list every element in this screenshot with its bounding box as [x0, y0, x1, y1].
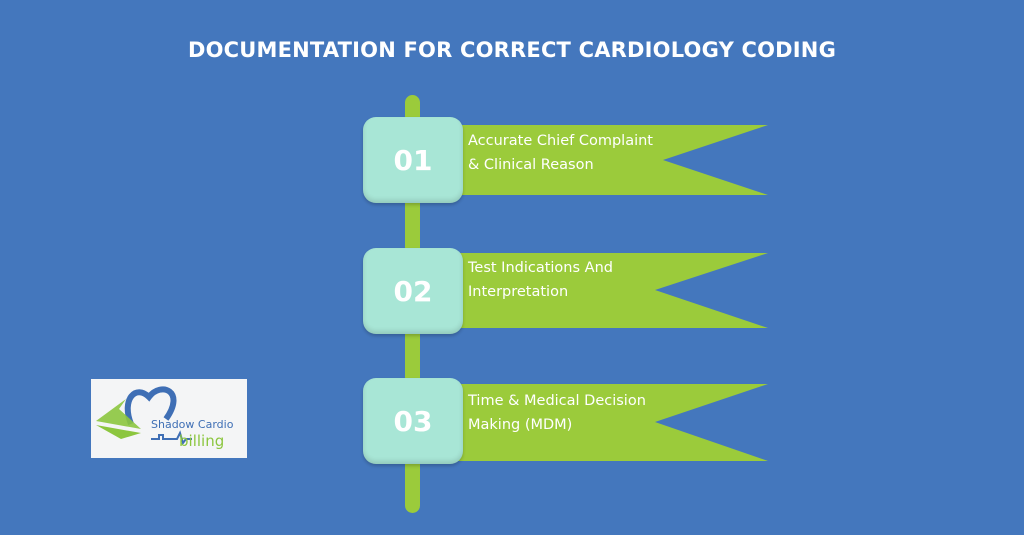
company-logo: Shadow Cardio billing — [91, 379, 247, 458]
step-number-box: 02 — [363, 248, 463, 334]
step-line: Time & Medical Decision — [468, 393, 646, 409]
step-line: Making (MDM) — [468, 417, 573, 433]
page-title: DOCUMENTATION FOR CORRECT CARDIOLOGY COD… — [187, 38, 837, 62]
step-line: Test Indications And — [468, 260, 613, 276]
banner-shape — [450, 253, 768, 328]
banner-shape — [450, 384, 768, 461]
logo-text: billing — [179, 432, 225, 450]
step-number-box: 01 — [363, 117, 463, 203]
step-line: Accurate Chief Complaint — [468, 133, 653, 149]
heart-logo-icon — [96, 386, 192, 446]
step-line: & Clinical Reason — [468, 157, 594, 173]
logo-text: Shadow Cardio — [151, 418, 234, 431]
banner-shape — [450, 125, 768, 195]
step-banner-1: Accurate Chief Complaint & Clinical Reaso… — [450, 125, 770, 197]
step-line: Interpretation — [468, 284, 569, 300]
step-number-box: 03 — [363, 378, 463, 464]
step-text: Accurate Chief Complaint & Clinical Reaso… — [468, 129, 653, 177]
